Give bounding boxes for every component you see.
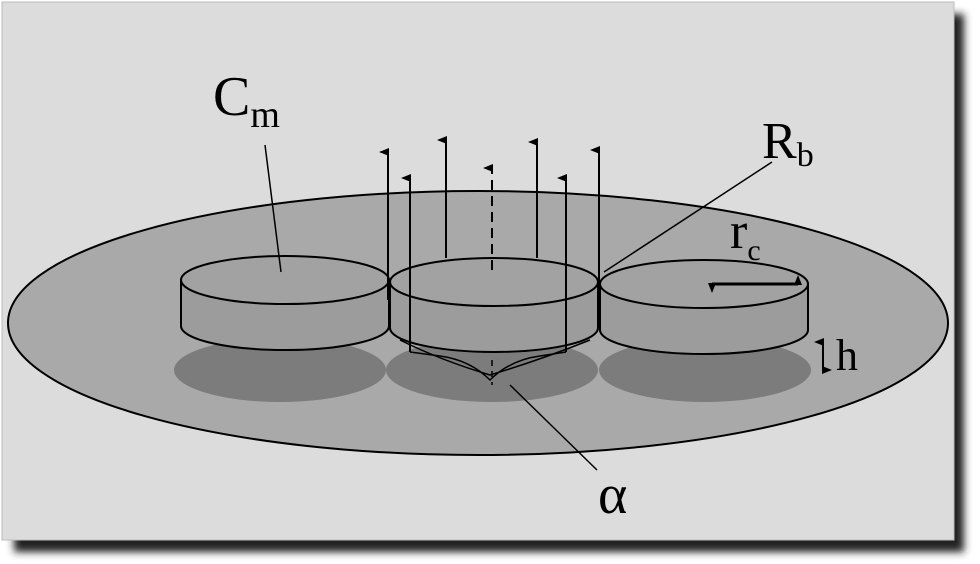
field-arrows: [379, 136, 600, 385]
leader-rb: [603, 161, 773, 273]
leader-lines: [264, 144, 773, 471]
label-alpha: α: [598, 464, 627, 526]
label-h: h: [836, 331, 858, 380]
cylinder-left: [180, 255, 390, 351]
shadow-middle: [386, 338, 598, 402]
label-cm: Cm: [213, 66, 280, 136]
label-rb: Rb: [762, 113, 814, 174]
leader-cm: [264, 144, 282, 273]
shadow-right: [599, 338, 811, 402]
cylinder-shadows: [174, 338, 811, 402]
shadow-left: [174, 338, 386, 402]
cylinder-middle: [389, 257, 599, 382]
leader-alpha: [509, 384, 598, 471]
label-rc: rc: [730, 203, 761, 267]
cylinder-right: [599, 259, 809, 355]
